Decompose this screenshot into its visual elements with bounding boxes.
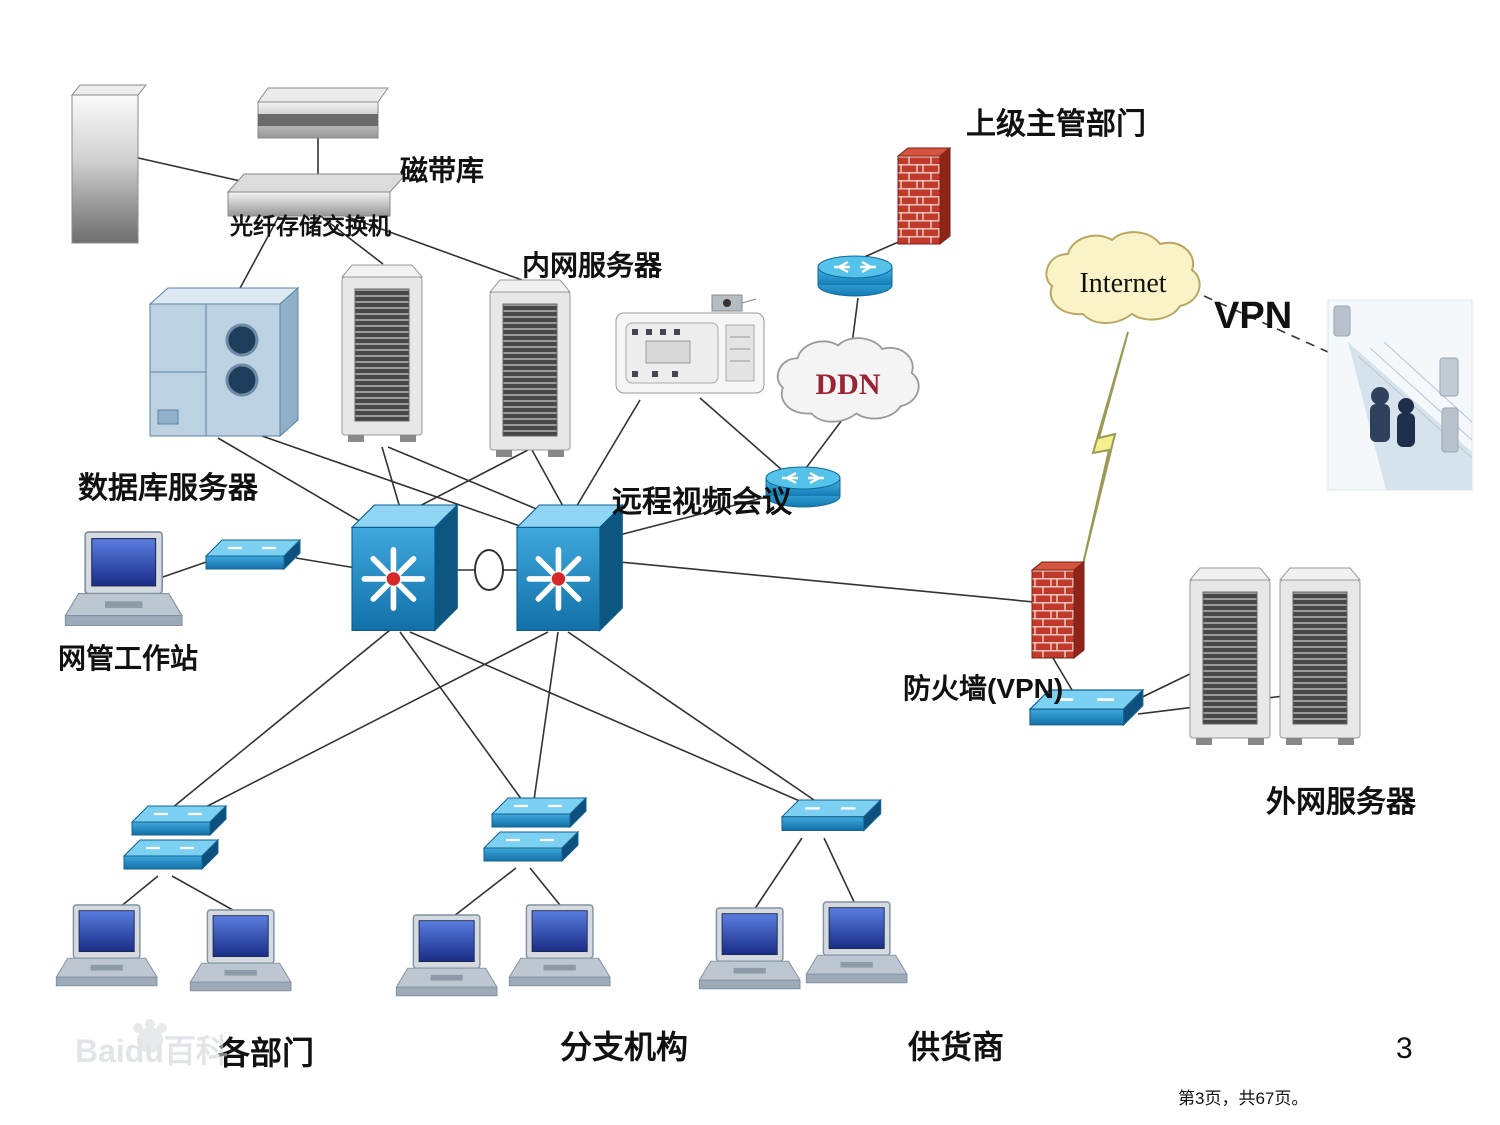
link-branchswitch-pc4	[529, 867, 565, 911]
link-server1-switch1	[381, 446, 401, 509]
vpn-label: VPN	[1214, 295, 1292, 337]
link-switch2-branchswitch	[533, 631, 559, 801]
supplier-switch	[780, 798, 882, 832]
branch-switch-2	[482, 830, 580, 863]
link-videoconf-router2	[699, 397, 783, 471]
internet-cloud-label: Internet	[1079, 268, 1166, 299]
branch-pc-1	[395, 914, 498, 997]
link-fiberswitch-dbserver	[237, 213, 281, 293]
link-supplierswitch-pc5	[753, 837, 803, 911]
external-server-rack-1	[1189, 567, 1271, 746]
link-ddn-router1	[851, 297, 859, 345]
link-switch1-branchswitch	[399, 631, 523, 801]
link-router2-ddn	[805, 419, 843, 469]
link-db-switch2	[261, 435, 561, 541]
link-switch1-supplierswitch	[409, 631, 803, 803]
external-server-rack-2	[1279, 567, 1361, 746]
remote-site-photo	[1327, 299, 1473, 491]
link-deptswitch-pc2	[171, 875, 241, 915]
link-smallswitch-switch1	[295, 557, 357, 569]
intranet-server-rack-1	[341, 264, 423, 443]
label-branch-offices: 分支机构	[560, 1029, 688, 1065]
link-supplierswitch-pc6	[823, 837, 857, 907]
supplier-pc-1	[698, 907, 801, 990]
link-server2-switch1	[407, 449, 529, 513]
core-link-ellipse	[474, 549, 504, 591]
dept-pc-1	[55, 904, 158, 987]
link-ws-smallswitch	[159, 559, 213, 579]
link-switch1-deptswitch	[171, 629, 391, 809]
video-conference-device	[615, 294, 765, 394]
fiber-storage-switch-device	[226, 173, 408, 217]
link-fiberswitch-server1	[317, 213, 384, 265]
footer-page-indicator: 第3页，共67页。	[1178, 1089, 1308, 1108]
label-nms-workstation: 网管工作站	[58, 642, 198, 674]
label-remote-video-conference: 远程视频会议	[612, 486, 793, 519]
router-1	[816, 254, 894, 298]
firewall-top	[897, 147, 951, 245]
access-switch-core	[204, 538, 302, 571]
label-suppliers: 供货商	[908, 1029, 1004, 1065]
label-fiber-storage-switch: 光纤存储交换机	[229, 213, 391, 239]
branch-pc-2	[508, 904, 611, 987]
firewall-vpn-device	[1031, 561, 1085, 659]
label-firewall-vpn: 防火墙(VPN)	[903, 673, 1063, 704]
link-fiberswitch-server2	[339, 213, 523, 281]
dept-switch-1	[130, 804, 228, 837]
link-server1-switch2	[387, 446, 559, 519]
label-intranet-server: 内网服务器	[522, 250, 663, 281]
intranet-server-rack-2	[489, 279, 571, 458]
link-branchswitch-pc3	[453, 867, 517, 917]
link-switch2-router2	[599, 495, 771, 541]
link-internet-vpn-dashed	[1203, 295, 1329, 353]
link-switch2-deptswitch	[187, 631, 549, 817]
link-videoconf-switch2	[571, 399, 641, 515]
link-switch2-supplierswitch	[567, 631, 815, 801]
database-server-device	[148, 286, 300, 438]
dept-pc-2	[189, 909, 292, 992]
label-external-server: 外网服务器	[1266, 786, 1417, 819]
watermark-text: Baidu百科	[75, 1033, 228, 1069]
lightning-bolt	[1082, 331, 1129, 565]
page-number: 3	[1396, 1032, 1413, 1065]
label-superior-department: 上级主管部门	[966, 107, 1146, 141]
link-server2-switch2	[531, 449, 565, 509]
branch-switch-1	[490, 796, 588, 829]
link-firewall-extswitch	[1052, 657, 1073, 691]
ddn-cloud-label: DDN	[816, 368, 881, 401]
link-switch2-firewallright	[619, 561, 1035, 603]
tape-library-device	[257, 87, 389, 139]
core-switch-1	[352, 505, 457, 630]
watermark: Baidu百科	[75, 1019, 228, 1069]
core-switch-2	[517, 505, 622, 630]
nms-workstation-device	[64, 531, 183, 627]
supplier-pc-2	[805, 901, 908, 984]
label-database-server: 数据库服务器	[78, 472, 259, 505]
dept-switch-2	[122, 838, 220, 871]
storage-tower	[70, 84, 148, 244]
label-departments: 各部门	[218, 1035, 314, 1071]
label-tape-library: 磁带库	[400, 155, 484, 186]
